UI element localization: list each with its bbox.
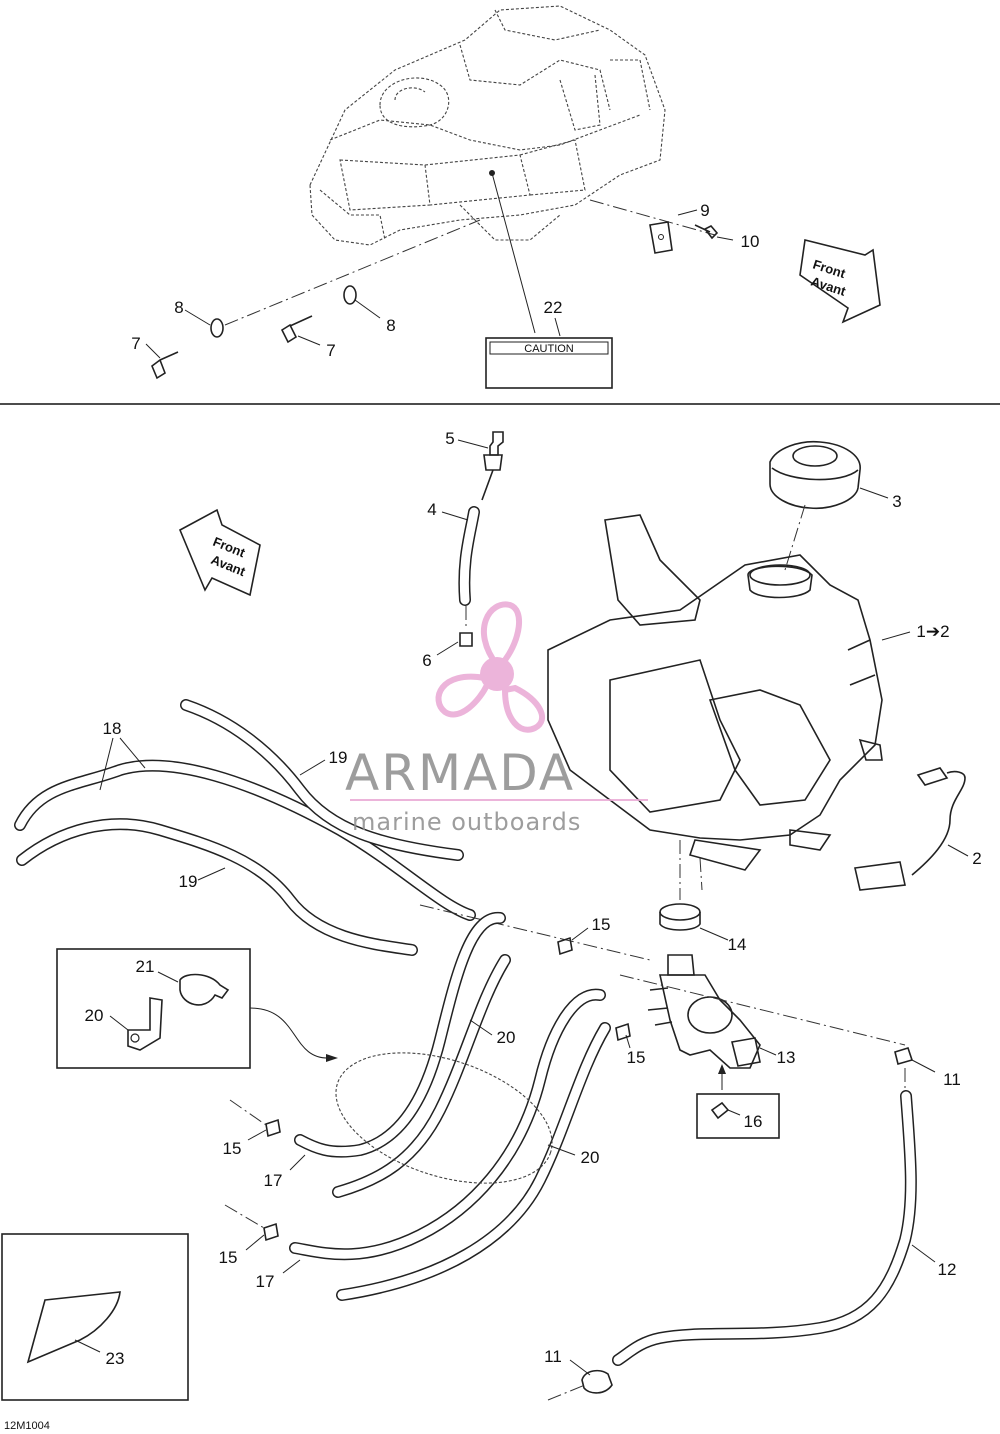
caution-label-text: CAUTION [524,343,574,355]
callout-17-lower: 17 [256,1272,275,1291]
watermark-tagline: marine outboards [352,808,581,836]
vent-valve-and-hose [436,431,504,656]
watermark-brand: ARMADA [345,744,575,802]
callout-1-to-2: 1➔2 [916,622,949,641]
callout-19-upper: 19 [329,748,348,767]
callout-labels: 22 9 10 8 8 7 7 5 3 4 1➔2 6 18 19 19 2 1… [4,201,982,1432]
fuel-cap [769,440,889,571]
callout-6: 6 [422,651,431,670]
callout-8-left: 8 [174,298,183,317]
callout-20-upper: 20 [497,1028,516,1047]
top-fasteners: CAUTION [145,172,734,389]
callout-18: 18 [103,719,122,738]
tank-seal-ring [659,840,729,941]
return-hose-11-12 [547,857,936,1401]
callout-2: 2 [972,849,981,868]
callout-17-upper: 17 [264,1171,283,1190]
callout-8-right: 8 [386,316,395,335]
callout-22: 22 [544,298,563,317]
callout-15-a: 15 [592,915,611,934]
callout-7-left: 7 [131,334,140,353]
callout-19-lower: 19 [179,872,198,891]
callout-9: 9 [700,201,709,220]
callout-21: 21 [136,957,155,976]
diagram-code: 12M1004 [4,1420,50,1432]
fuel-lines-18-19 [14,699,651,961]
fuel-level-sensor-harness [854,767,969,891]
item-16-detail-box [696,1093,780,1139]
fuel-pump [647,954,777,1090]
callout-15-d: 15 [219,1248,238,1267]
callout-13: 13 [777,1048,796,1067]
callout-7-right: 7 [326,341,335,360]
body-tank-assembly-outline [309,5,666,246]
watermark: ARMADA marine outboards [345,601,648,836]
callout-11-upper: 11 [943,1070,961,1089]
callout-10: 10 [741,232,760,251]
callout-15-b: 15 [627,1048,646,1067]
callout-20-box: 20 [85,1006,104,1025]
direction-arrow-front-top: Front Avant [799,239,881,324]
fuel-tank [547,514,911,871]
callout-4: 4 [427,500,436,519]
callout-5: 5 [445,429,454,448]
callout-14: 14 [728,935,747,954]
callout-12: 12 [938,1260,957,1279]
item-23-detail-box [1,1233,189,1401]
callout-23: 23 [106,1349,125,1368]
callout-15-c: 15 [223,1139,242,1158]
fuel-lines-17-20 [282,912,611,1301]
callout-16: 16 [744,1112,763,1131]
item-20-21-detail-box [56,948,338,1069]
callout-11-lower: 11 [544,1347,562,1366]
propeller-logo-icon [435,601,546,733]
direction-arrow-front-left: Front Avant [178,508,261,597]
callout-3: 3 [892,492,901,511]
clamps-15 [224,927,631,1251]
callout-20-lower: 20 [581,1148,600,1167]
